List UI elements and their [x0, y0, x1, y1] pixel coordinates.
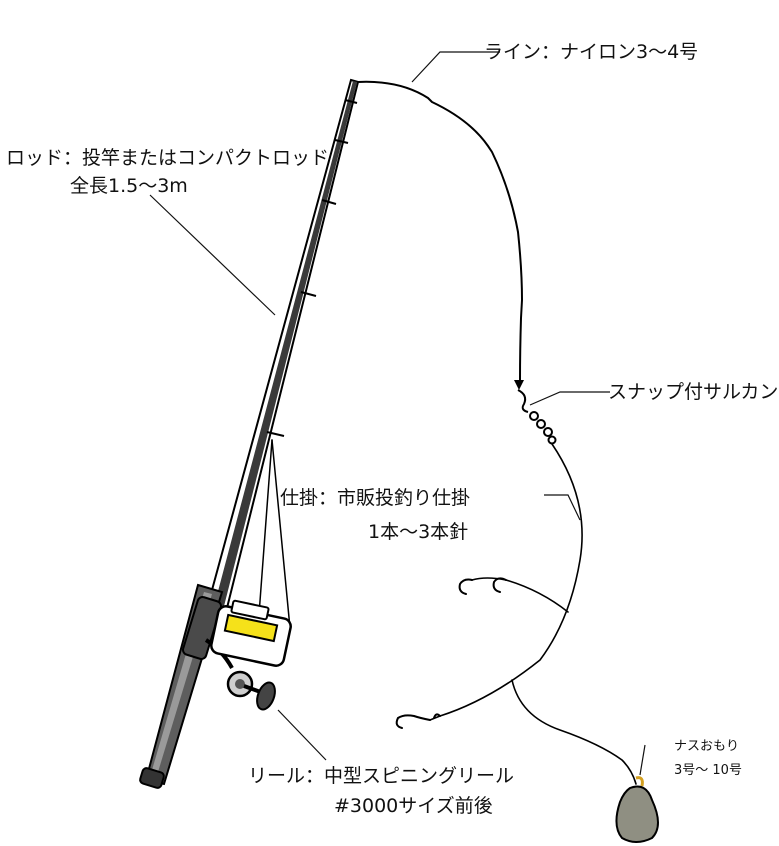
sinker-body: [615, 785, 659, 843]
swivel-bead-1: [529, 411, 539, 421]
rig-sinker-branch: [511, 679, 637, 785]
swivel-bead-2: [536, 419, 546, 429]
main-line: [357, 80, 523, 381]
label-reel-2: #3000サイズ前後: [334, 795, 493, 817]
hook-lower-1: [395, 714, 431, 729]
hook-lower-2: [433, 713, 441, 719]
spinning-reel: [204, 599, 292, 711]
rod-butt-cap: [139, 767, 165, 789]
swivel-bead-4: [547, 435, 557, 445]
label-rig-2: 1本～3本針: [368, 521, 468, 543]
label-rod-2: 全長1.5～3m: [70, 175, 188, 197]
reel-handle-knob: [256, 681, 276, 711]
swivel-snap-head: [514, 380, 524, 390]
label-rig-1: 仕掛：市販投釣り仕掛: [280, 487, 470, 509]
label-rod-1: ロッド：投竿またはコンパクトロッド: [6, 147, 329, 169]
reel-rotor: [230, 599, 270, 621]
reel-spool: [223, 613, 279, 643]
leader-lines: [149, 51, 646, 776]
snap-swivel: [514, 380, 557, 445]
sinker-ring: [635, 776, 644, 787]
hook-upper-2: [492, 577, 507, 593]
line-on-rod: [257, 439, 291, 629]
reel-knob-center: [235, 679, 245, 689]
sinker: [615, 776, 659, 843]
rod-blank-dark: [212, 81, 357, 618]
swivel-bead-3: [543, 427, 553, 437]
label-sinker-1: ナスおもり: [674, 739, 739, 754]
rod-guides: [266, 99, 358, 437]
hook-upper-1: [458, 578, 473, 595]
label-snap: スナップ付サルカン: [608, 381, 778, 403]
label-line: ライン：ナイロン3～4号: [484, 41, 698, 63]
swivel-snap: [517, 389, 529, 413]
rig-trunk: [429, 443, 583, 721]
rig-hooks: [395, 577, 569, 729]
hook-branch-upper: [471, 577, 569, 613]
label-reel-1: リール：中型スピニングリール: [248, 765, 514, 787]
label-sinker-2: 3号～ 10号: [674, 763, 742, 778]
